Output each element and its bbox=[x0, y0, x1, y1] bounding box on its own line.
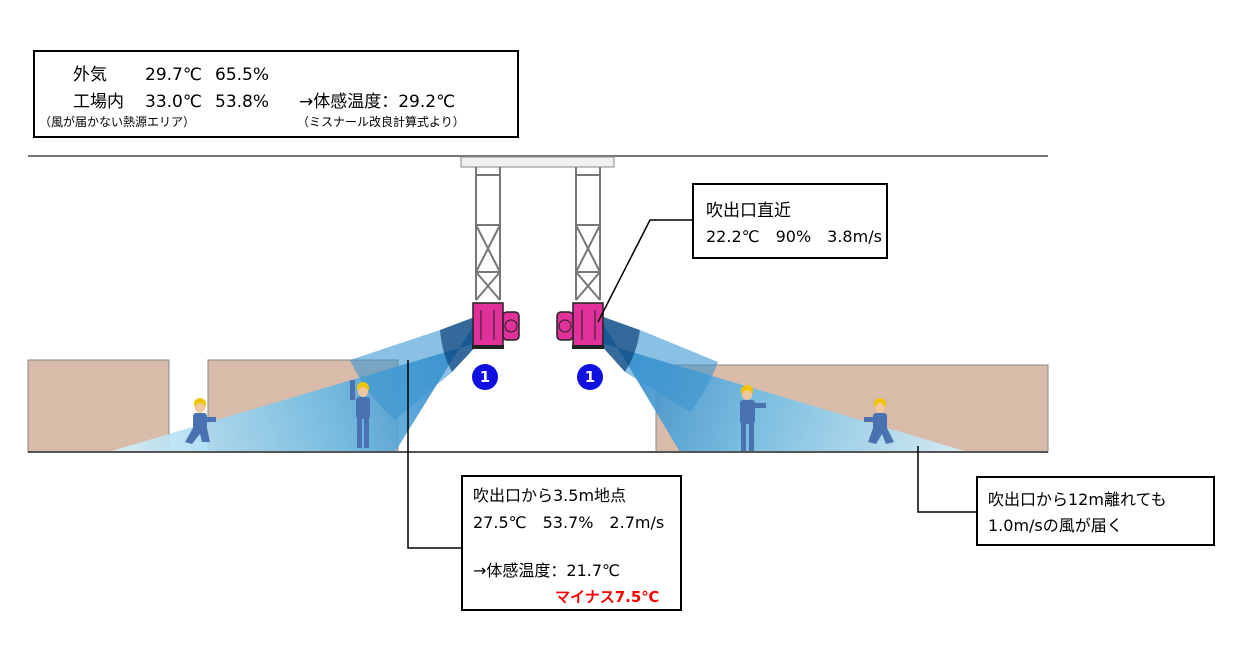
air-jet-right-zone2 bbox=[625, 330, 718, 412]
point-12m-line1: 吹出口から12m離れても bbox=[988, 490, 1167, 509]
factory-temp: 33.0℃ bbox=[145, 92, 202, 112]
outdoor-humidity: 65.5% bbox=[215, 65, 270, 85]
feel-temp: →体感温度：29.2℃ bbox=[299, 92, 456, 112]
worker-icon bbox=[740, 385, 766, 451]
wall-block-left bbox=[27, 359, 170, 453]
conditions-box: 外気 29.7℃ 65.5% 工場内 33.0℃ 53.8% →体感温度：29.… bbox=[33, 50, 519, 138]
air-jet-left-zone bbox=[440, 315, 480, 372]
leader-line-12m bbox=[917, 446, 976, 513]
unit-badge: 1 bbox=[472, 364, 498, 390]
truss-right bbox=[575, 167, 601, 301]
factory-label: 工場内 bbox=[73, 92, 124, 112]
outlet-near-title: 吹出口直近 bbox=[706, 201, 791, 221]
point-35m-feel-temp: →体感温度：21.7℃ bbox=[473, 561, 621, 580]
outlet-near-box: 吹出口直近 22.2℃ 90% 3.8m/s bbox=[692, 183, 888, 259]
point-35m-box: 吹出口から3.5m地点 27.5℃ 53.7% 2.7m/s →体感温度：21.… bbox=[461, 475, 682, 611]
factory-humidity: 53.8% bbox=[215, 92, 270, 112]
ceiling-mount bbox=[460, 156, 615, 168]
point-35m-values: 27.5℃ 53.7% 2.7m/s bbox=[473, 513, 665, 532]
outdoor-label: 外気 bbox=[73, 65, 107, 85]
air-jet-right bbox=[598, 315, 968, 452]
leader-line-35m bbox=[407, 360, 462, 549]
point-12m-box: 吹出口から12m離れても 1.0m/sの風が届く bbox=[976, 476, 1215, 546]
outlet-near-values: 22.2℃ 90% 3.8m/s bbox=[706, 227, 882, 246]
worker-icon bbox=[185, 398, 216, 444]
air-jet-left bbox=[108, 315, 480, 452]
leader-line-outlet bbox=[597, 219, 692, 323]
outdoor-temp: 29.7℃ bbox=[145, 65, 202, 85]
worker-icon bbox=[864, 398, 894, 444]
feel-note: （ミスナール改良計算式より） bbox=[297, 115, 465, 129]
air-jet-right-zone bbox=[598, 315, 640, 372]
temp-reduction: マイナス7.5℃ bbox=[555, 588, 660, 606]
unit-badge: 1 bbox=[577, 364, 603, 390]
cooling-unit-right bbox=[556, 302, 604, 349]
cooling-unit-left bbox=[472, 302, 520, 349]
point-35m-title: 吹出口から3.5m地点 bbox=[473, 486, 627, 505]
worker-icon bbox=[350, 380, 370, 448]
point-12m-line2: 1.0m/sの風が届く bbox=[988, 516, 1123, 535]
air-jet-left-zone2 bbox=[350, 330, 452, 420]
factory-note: （風が届かない熱源エリア） bbox=[39, 115, 196, 129]
truss-left bbox=[475, 167, 501, 301]
